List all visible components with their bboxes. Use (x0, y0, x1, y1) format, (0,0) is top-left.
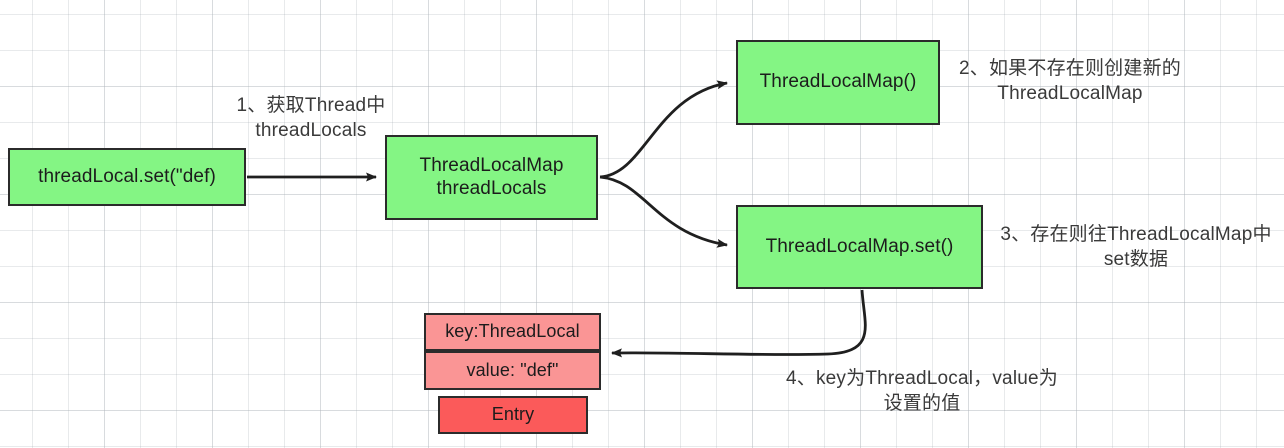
edge-mapset-to-entry (611, 289, 867, 358)
node-threadlocalmap-constructor[interactable]: ThreadLocalMap() (736, 40, 940, 125)
node-entry-key[interactable]: key:ThreadLocal (424, 313, 601, 351)
edge-threadlocals-to-mapset (599, 175, 728, 248)
annotation-step-2: 2、如果不存在则创建新的 ThreadLocalMap (959, 58, 1181, 105)
node-threadlocalmap-threadlocals[interactable]: ThreadLocalMap threadLocals (385, 135, 598, 220)
node-entry-label[interactable]: Entry (438, 396, 588, 434)
edge-threadlocals-to-newmap (599, 80, 728, 179)
annotation-step-1: 1、获取Thread中 threadLocals (236, 95, 386, 142)
annotation-step-4: 4、key为ThreadLocal，value为 设置的值 (786, 368, 1058, 415)
node-entry-value[interactable]: value: "def" (424, 351, 601, 390)
node-threadlocalmap-set[interactable]: ThreadLocalMap.set() (736, 205, 983, 289)
annotation-step-3: 3、存在则往ThreadLocalMap中 set数据 (1000, 224, 1272, 271)
node-threadlocal-set[interactable]: threadLocal.set("def) (8, 148, 246, 206)
